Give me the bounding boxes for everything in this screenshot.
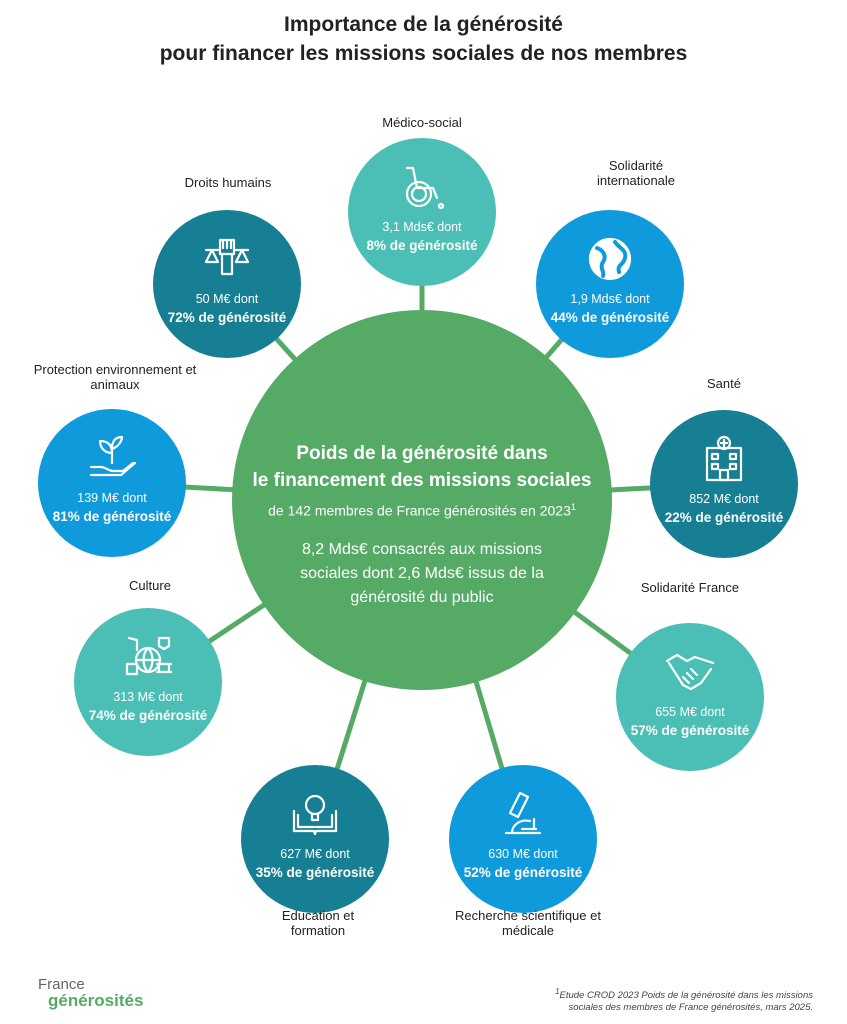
mission-label: Protection environnement et animaux: [33, 362, 197, 392]
mission-label: Solidarité internationale: [596, 158, 676, 188]
mission-generosity-share: 74% de générosité: [88, 708, 208, 723]
mission-generosity-share: 8% de générosité: [366, 238, 478, 253]
mission-label: Recherche scientifique et médicale: [455, 908, 601, 938]
title-line-1: Importance de la générosité: [284, 13, 563, 36]
wheelchair-icon: [405, 166, 445, 210]
mission-amount: 50 M€ dont: [195, 292, 259, 306]
page-title: Importance de la générosité pour finance…: [0, 10, 847, 68]
hospital-icon: [705, 435, 743, 482]
mission-label: Education et formation: [281, 908, 355, 938]
hub-heading: Poids de la générosité dans le financeme…: [232, 440, 612, 494]
footnote-mark: 1: [570, 502, 576, 512]
mission-circle: 313 M€ dont 74% de générosité: [74, 608, 222, 756]
microscope-icon: [504, 791, 542, 835]
culture-icon: [125, 636, 173, 676]
hub-heading-line-2: le financement des missions sociales: [252, 470, 592, 491]
mission-amount: 852 M€ dont: [689, 492, 759, 506]
hub-subtitle-text: de 142 membres de France générosités en …: [268, 502, 571, 519]
hub-heading-line-1: Poids de la générosité dans: [296, 443, 548, 464]
plant-hand-icon: [89, 435, 137, 477]
hub-summary: 8,2 Mds€ consacrés aux missions sociales…: [300, 541, 544, 606]
mission-amount: 313 M€ dont: [113, 690, 183, 704]
hub-subtitle: de 142 membres de France générosités en …: [232, 502, 612, 519]
mission-amount: 3,1 Mds€ dont: [382, 220, 462, 234]
mission-label: Droits humains: [184, 175, 272, 190]
mission-circle: 3,1 Mds€ dont 8% de générosité: [348, 138, 496, 286]
footnote: 1Etude CROD 2023 Poids de la générosité …: [523, 986, 813, 1014]
handshake-icon: [665, 653, 715, 691]
mission-circle: 655 M€ dont 57% de générosité: [616, 623, 764, 771]
mission-circle: 50 M€ dont 72% de générosité: [153, 210, 301, 358]
mission-circle: 852 M€ dont 22% de générosité: [650, 410, 798, 558]
book-lightbulb-icon: [292, 794, 338, 836]
mission-amount: 627 M€ dont: [280, 847, 350, 861]
mission-generosity-share: 35% de générosité: [255, 865, 375, 880]
mission-amount: 630 M€ dont: [488, 847, 558, 861]
mission-circle: 1,9 Mds€ dont 44% de générosité: [536, 210, 684, 358]
mission-generosity-share: 22% de générosité: [664, 510, 784, 525]
logo-line-1: France: [38, 976, 85, 993]
mission-label: Solidarité France: [640, 580, 740, 595]
mission-amount: 655 M€ dont: [655, 705, 725, 719]
mission-generosity-share: 57% de générosité: [630, 723, 750, 738]
mission-label: Médico-social: [382, 115, 462, 130]
france-generosites-logo: France générosités: [38, 977, 143, 1010]
mission-circle: 627 M€ dont 35% de générosité: [241, 765, 389, 913]
footnote-mark: 1: [555, 987, 560, 996]
mission-generosity-share: 81% de générosité: [52, 509, 172, 524]
title-line-2: pour financer les missions sociales de n…: [159, 42, 688, 65]
mission-amount: 1,9 Mds€ dont: [570, 292, 650, 306]
mission-generosity-share: 72% de générosité: [167, 310, 287, 325]
mission-label: Santé: [707, 376, 741, 391]
mission-circle: 139 M€ dont 81% de générosité: [38, 409, 186, 557]
mission-circle: 630 M€ dont 52% de générosité: [449, 765, 597, 913]
mission-generosity-share: 52% de générosité: [463, 865, 583, 880]
mission-label: Culture: [129, 578, 171, 593]
logo-line-2: générosités: [48, 991, 144, 1010]
globe-icon: [588, 237, 632, 281]
fist-scales-icon: [204, 238, 250, 276]
footnote-text: Etude CROD 2023 Poids de la générosité d…: [559, 990, 813, 1014]
mission-generosity-share: 44% de générosité: [550, 310, 670, 325]
mission-amount: 139 M€ dont: [77, 491, 147, 505]
central-circle: Poids de la générosité dans le financeme…: [232, 310, 612, 690]
